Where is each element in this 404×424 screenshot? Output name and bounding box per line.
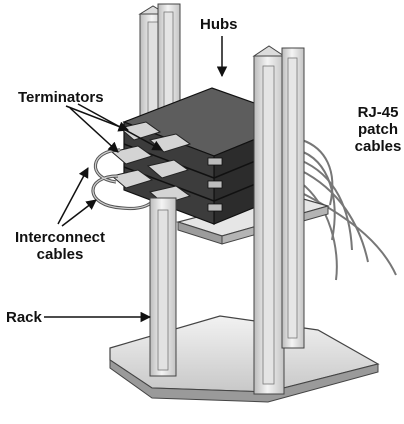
rack-post-front-right — [252, 45, 286, 395]
interconnect-arrow-1 — [57, 167, 89, 225]
label-interconnect-line2: cables — [36, 246, 84, 263]
label-rj45-patch-cables: RJ-45 patch cables — [352, 104, 404, 155]
rack-base — [109, 315, 380, 403]
rack-post-rear-right — [281, 47, 305, 349]
label-interconnect-line1: Interconnect — [14, 229, 105, 246]
label-rj45-line3: cables — [354, 138, 402, 155]
rj45-patch-cables — [297, 139, 397, 281]
label-rack: Rack — [6, 309, 42, 326]
rack-post-front-left — [149, 197, 177, 377]
terminators-arrow-2 — [69, 107, 119, 153]
label-terminators: Terminators — [18, 89, 104, 106]
label-rj45-line2: patch — [357, 121, 398, 138]
terminators-arrow-3 — [77, 103, 163, 151]
label-hubs: Hubs — [200, 16, 238, 33]
interconnect-arrow-2 — [61, 199, 97, 227]
label-interconnect-cables: Interconnect cables — [10, 229, 110, 263]
terminator-connectors — [110, 121, 192, 205]
callout-arrows — [44, 36, 228, 323]
label-rj45-line1: RJ-45 — [357, 104, 399, 121]
